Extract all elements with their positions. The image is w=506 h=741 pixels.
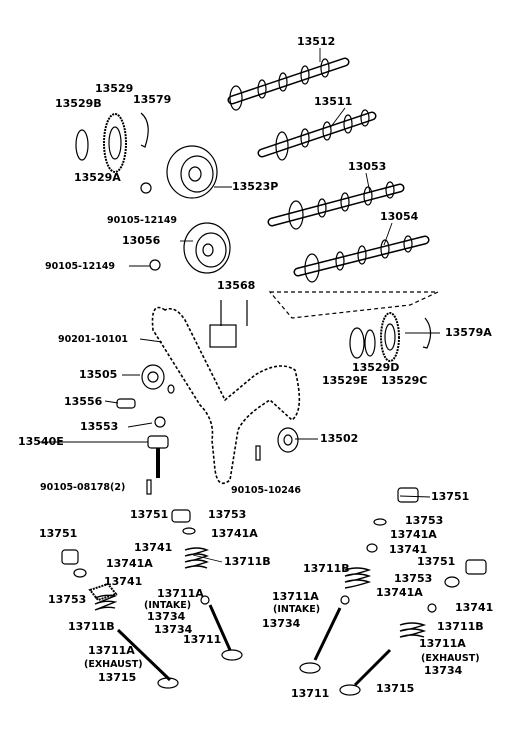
camshaft-13053 (267, 181, 405, 230)
bolt-13553 (154, 416, 166, 428)
part-label-13579A: 13579A (445, 326, 492, 339)
part-label-13053: 13053 (348, 160, 387, 173)
part-label-13753-right: 13753 (405, 514, 444, 527)
valve-train-right-exhaust (339, 559, 487, 696)
part-label-13711A-center: 13711A (157, 587, 204, 600)
part-label-13715-right: 13715 (376, 682, 415, 695)
part-label-13741A-right: 13741A (390, 528, 437, 541)
assembly-dashed-box (268, 291, 439, 319)
label-exhaust-right: (EXHAUST) (421, 653, 480, 664)
part-label-13734-right: 13734 (262, 617, 301, 630)
label-intake-right: (INTAKE) (273, 604, 321, 615)
part-label-13734-right-2: 13734 (424, 664, 463, 677)
part-label-13511: 13511 (314, 95, 353, 108)
part-label-13741A-left: 13741A (106, 557, 153, 570)
part-label-13753-left: 13753 (48, 593, 87, 606)
part-label-90105-08178: 90105-08178(2) (40, 482, 126, 493)
part-label-13579: 13579 (133, 93, 172, 106)
part-label-90105-12149-b: 90105-12149 (45, 261, 116, 272)
part-label-13529C: 13529C (381, 374, 428, 387)
part-label-13711B-right: 13711B (303, 562, 350, 575)
camshaft-13054 (293, 235, 430, 283)
bolt-13556 (116, 398, 136, 409)
part-label-13741-center: 13741 (134, 541, 173, 554)
part-label-13553: 13553 (80, 420, 119, 433)
part-label-13711B-left: 13711B (68, 620, 115, 633)
part-label-13056: 13056 (122, 234, 161, 247)
part-label-13741A-center: 13741A (211, 527, 258, 540)
part-label-13711B-right-2: 13711B (437, 620, 484, 633)
part-label-13751-right-2: 13751 (417, 555, 456, 568)
part-label-13054: 13054 (380, 210, 419, 223)
part-label-13741-left: 13741 (104, 575, 143, 588)
part-label-13529B: 13529B (55, 97, 102, 110)
part-label-13734-center-2: 13734 (154, 623, 193, 636)
valve-train-right-intake (299, 487, 419, 674)
part-label-13711B-center: 13711B (224, 555, 271, 568)
leader-lines (40, 48, 440, 563)
part-label-13540E: 13540E (18, 435, 64, 448)
part-label-13741A-right-2: 13741A (376, 586, 423, 599)
part-label-13741-right: 13741 (389, 543, 428, 556)
part-label-13734-center: 13734 (147, 610, 186, 623)
part-label-13741-right-2: 13741 (455, 601, 494, 614)
part-label-90105-12149-a: 90105-12149 (107, 215, 178, 226)
part-label-13505: 13505 (79, 368, 118, 381)
part-label-13568: 13568 (217, 279, 256, 292)
part-label-13751-center: 13751 (130, 508, 169, 521)
part-label-90201-10101: 90201-10101 (58, 334, 129, 345)
valve-train-left-exhaust (61, 549, 179, 689)
valve-train-center-intake (171, 509, 243, 661)
part-label-13751-left: 13751 (39, 527, 78, 540)
part-label-13512: 13512 (297, 35, 336, 48)
sprocket-13529C (349, 312, 432, 362)
part-label-13523P: 13523P (232, 180, 279, 193)
timing-belt-13568 (151, 306, 301, 485)
part-label-13751-right: 13751 (431, 490, 470, 503)
idler-pulley-13502 (255, 427, 299, 461)
part-label-13502: 13502 (320, 432, 359, 445)
part-label-13711-right: 13711 (291, 687, 330, 700)
timing-pulley-13056 (149, 222, 231, 274)
timing-pulley-13523P (140, 145, 218, 199)
label-exhaust-left: (EXHAUST) (84, 659, 143, 670)
part-label-13753-center: 13753 (208, 508, 247, 521)
camshaft-13511 (257, 109, 377, 161)
part-label-13711A-right-2: 13711A (419, 637, 466, 650)
part-label-13711A-right: 13711A (272, 590, 319, 603)
label-intake-center: (INTAKE) (144, 600, 192, 611)
idler-pulley-13505 (141, 364, 175, 394)
part-label-90105-10246: 90105-10246 (231, 485, 302, 496)
part-label-13556: 13556 (64, 395, 103, 408)
tensioner-13540E (146, 435, 169, 495)
part-label-13711-center: 13711 (183, 633, 222, 646)
part-label-13529A: 13529A (74, 171, 121, 184)
part-label-13529D: 13529D (352, 361, 400, 374)
camshaft-13512 (227, 57, 350, 111)
part-label-13711A-left: 13711A (88, 644, 135, 657)
part-label-13715-left: 13715 (98, 671, 137, 684)
part-label-13529E: 13529E (322, 374, 368, 387)
part-label-13529: 13529 (95, 82, 134, 95)
sprocket-13529 (75, 112, 149, 173)
part-label-13753-right-2: 13753 (394, 572, 433, 585)
belt-segment-icon (209, 324, 237, 348)
